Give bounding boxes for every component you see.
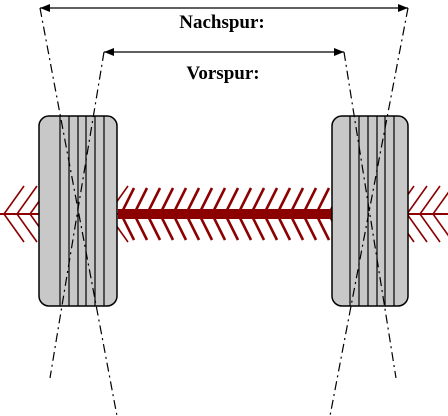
right-wheel: [331, 115, 409, 307]
left-tire-grooves: [59, 116, 105, 306]
axle-chevron: [197, 187, 214, 241]
axle-chevron: [171, 187, 188, 241]
axle-chevron: [288, 187, 305, 241]
axle-chevron: [145, 187, 162, 241]
axle-chevron: [432, 191, 448, 237]
axle-chevron: [3, 185, 25, 243]
axle-chevron: [314, 187, 331, 241]
toe-in-plane-left: [49, 51, 105, 379]
axle-chevron: [184, 187, 201, 241]
toe-in-plane-right: [343, 51, 397, 379]
axle-chevron: [132, 187, 149, 241]
axle-chevron: [262, 187, 279, 241]
right-tire: [331, 115, 409, 307]
axle-chevron: [158, 187, 175, 241]
left-wheel: [38, 115, 118, 307]
axle-chevron: [249, 187, 266, 241]
toe-out-plane-right: [329, 7, 409, 416]
axle-chevron: [419, 185, 441, 243]
axle-chevron: [223, 187, 240, 241]
toe-out-plane-left: [39, 7, 118, 416]
toe-in-label: Vorspur:: [186, 63, 259, 84]
toe-out-label: Nachspur:: [179, 12, 265, 33]
axle-chevron: [301, 187, 318, 241]
axle-chevron: [210, 187, 227, 241]
axle-chevron: [16, 185, 38, 243]
axle-chevron: [119, 187, 136, 241]
axle-chevron: [275, 187, 292, 241]
axle-chevron: [236, 187, 253, 241]
